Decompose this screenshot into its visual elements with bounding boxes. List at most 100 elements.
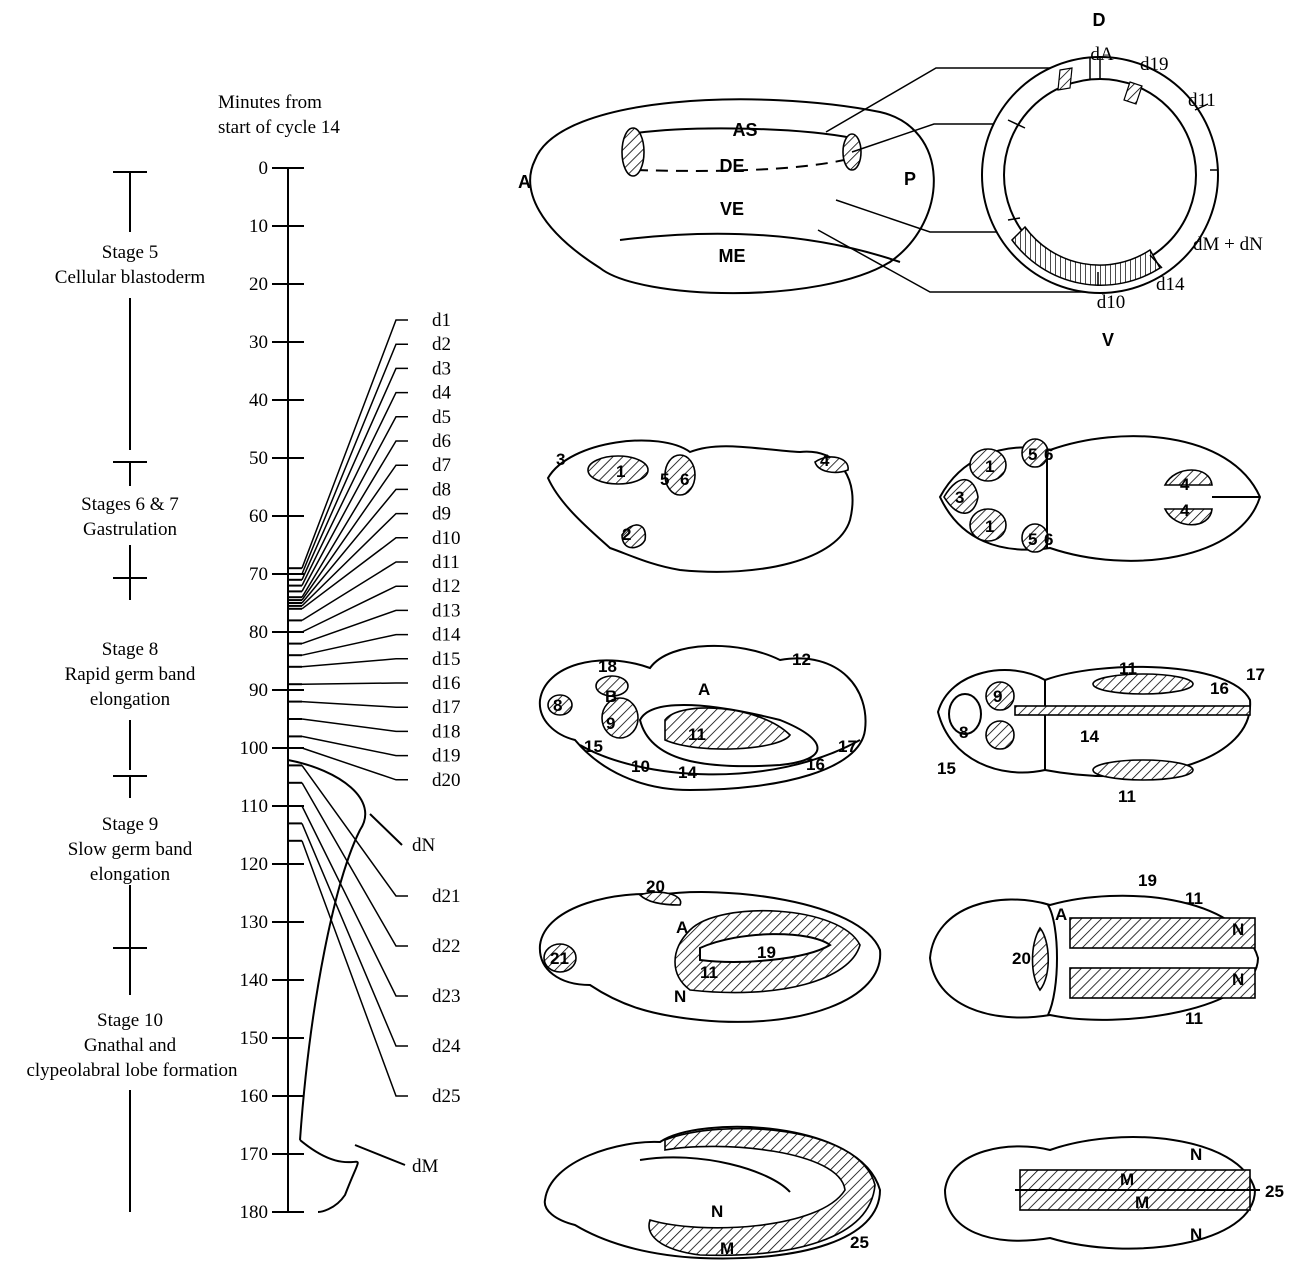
- tick-label-110: 110: [240, 796, 268, 817]
- r1r-label-1: 1: [985, 457, 994, 476]
- r1l-label-5: 4: [820, 451, 830, 470]
- label-dA: dA: [1090, 44, 1114, 65]
- r1r-label-3: 5: [1028, 445, 1037, 464]
- r2l-label-10: 17: [838, 737, 857, 756]
- r1l-label-0: 3: [556, 450, 565, 469]
- r4r-label-3: 25: [1265, 1182, 1284, 1201]
- r3r-label-3: 20: [1012, 949, 1031, 968]
- domain-label-d6: d6: [432, 431, 451, 452]
- r3l-label-5: N: [674, 987, 686, 1006]
- time-ticks: 0102030405060708090100110120130140150160…: [240, 158, 305, 1223]
- label-DE: DE: [719, 156, 744, 176]
- tick-label-80: 80: [249, 622, 268, 643]
- r3r-label-2: A: [1055, 905, 1067, 924]
- r1l-label-4: 2: [622, 525, 631, 544]
- domain-label-d21: d21: [432, 886, 461, 907]
- r4r-label-0: N: [1190, 1145, 1202, 1164]
- tick-label-40: 40: [249, 390, 268, 411]
- domain-leader-d6: [302, 441, 408, 597]
- r2r-label-7: 11: [1118, 787, 1136, 806]
- domain-leader-d25: [302, 841, 408, 1096]
- stage6-line1: Stages 6 & 7: [81, 494, 179, 515]
- r3r-label-6: 11: [1185, 1009, 1203, 1028]
- timeline-header-line1: Minutes from: [218, 92, 322, 113]
- r1r-label-6: 6: [1044, 530, 1053, 549]
- stage5-line1: Stage 5: [102, 242, 158, 263]
- r1l-label-3: 6: [680, 470, 689, 489]
- r2r-label-4: 17: [1246, 665, 1265, 684]
- domain-label-d22: d22: [432, 936, 461, 957]
- dN-curve: [288, 760, 365, 1140]
- r3r-label-4: N: [1232, 920, 1244, 939]
- label-D: D: [1093, 10, 1106, 30]
- domain-label-d11: d11: [432, 552, 460, 573]
- r2l-label-6: 12: [792, 650, 811, 669]
- domain-label-d23: d23: [432, 986, 461, 1007]
- r2l-label-8: 10: [631, 757, 650, 776]
- timeline: Minutes from start of cycle 14 010203040…: [26, 92, 461, 1223]
- domain-leader-d20: [302, 748, 408, 780]
- tick-label-160: 160: [240, 1086, 269, 1107]
- stage10-line3: clypeolabral lobe formation: [26, 1060, 238, 1081]
- de-connector: [852, 124, 1005, 152]
- domain-label-d4: d4: [432, 383, 452, 404]
- domain-label-d10: d10: [432, 528, 461, 549]
- label-dM-dN: dM + dN: [1193, 234, 1263, 255]
- domain-label-d18: d18: [432, 721, 461, 742]
- me-boundary: [620, 234, 900, 262]
- domain-label-d15: d15: [432, 649, 461, 670]
- r2l-label-3: 8: [553, 696, 562, 715]
- r2l-label-0: 18: [598, 657, 617, 676]
- panel-row2-right: 9 8 11 16 17 14 15 11: [937, 659, 1265, 806]
- r4r-label-2: M: [1135, 1193, 1149, 1212]
- stage10-line2: Gnathal and: [84, 1035, 177, 1056]
- tick-label-170: 170: [240, 1144, 269, 1165]
- r1l-label-2: 5: [660, 470, 669, 489]
- r3l-label-3: 19: [757, 943, 776, 962]
- panel-row3-right: 19 11 A 20 N N 11: [930, 871, 1258, 1028]
- r2r-label-1: 8: [959, 723, 968, 742]
- domain-leader-d24: [302, 823, 408, 1046]
- tick-label-30: 30: [249, 332, 268, 353]
- r2l-label-1: B: [605, 687, 617, 706]
- r1r-label-4: 6: [1044, 445, 1053, 464]
- panel-row4-right: N M M 25 N: [945, 1137, 1284, 1249]
- dN-label: dN: [412, 835, 436, 856]
- r3r-label-0: 19: [1138, 871, 1157, 890]
- domain-leader-d18: [302, 719, 408, 731]
- r2l-label-5: 11: [688, 725, 706, 744]
- r1l-label-1: 1: [616, 462, 625, 481]
- tick-label-50: 50: [249, 448, 268, 469]
- r1r-label-8: 4: [1180, 501, 1190, 520]
- r1r-label-7: 4: [1180, 475, 1190, 494]
- domain-label-d14: d14: [432, 625, 461, 646]
- r4r-label-4: N: [1190, 1225, 1202, 1244]
- tick-label-100: 100: [240, 738, 269, 759]
- r3l-label-4: 11: [700, 963, 718, 982]
- tick-label-70: 70: [249, 564, 268, 585]
- label-AS: AS: [732, 120, 757, 140]
- stage10-line1: Stage 10: [97, 1010, 163, 1031]
- r3l-label-1: 21: [550, 949, 569, 968]
- r3l-label-0: 20: [646, 877, 665, 896]
- domain-leader-d13: [302, 610, 408, 643]
- domain-leader-d17: [302, 702, 408, 708]
- label-d14: d14: [1156, 274, 1185, 295]
- dM-label: dM: [412, 1156, 439, 1177]
- stage9-line2: Slow germ band: [68, 839, 193, 860]
- domain-label-d20: d20: [432, 770, 461, 791]
- domain-leader-d10: [302, 538, 408, 609]
- r1r-label-0: 3: [955, 488, 964, 507]
- r2r-label-2: 11: [1119, 659, 1137, 678]
- domain-label-d16: d16: [432, 673, 461, 694]
- panel-row1-right: 3 1 1 5 6 5 6 4 4: [940, 436, 1260, 561]
- r3r-label-5: N: [1232, 970, 1244, 989]
- r1r-label-5: 5: [1028, 530, 1037, 549]
- r4r-label-1: M: [1120, 1170, 1134, 1189]
- panel-row3-left: 20 21 A 19 11 N: [540, 877, 880, 1022]
- label-P: P: [904, 169, 916, 189]
- r2r-label-3: 16: [1210, 679, 1229, 698]
- r4l-label-2: 25: [850, 1233, 869, 1252]
- panel-row1-left: 3 1 5 6 2 4: [548, 440, 853, 571]
